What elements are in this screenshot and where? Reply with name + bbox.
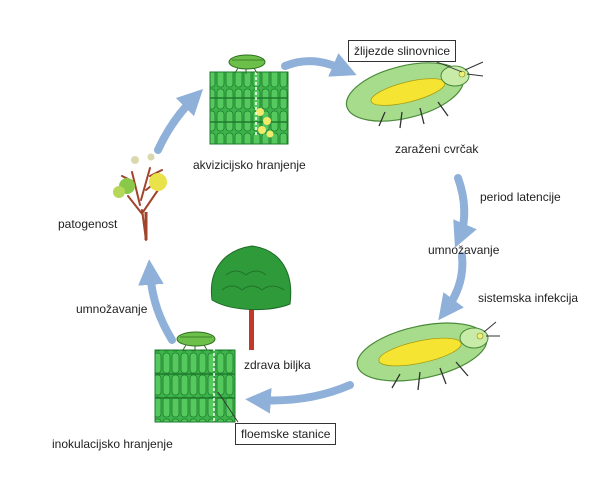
arrow-right-lower — [438, 252, 467, 321]
label-systemic-infection: sistemska infekcija — [478, 291, 579, 305]
label-multiplication-right: umnožavanje — [428, 243, 500, 257]
arrow-top — [281, 53, 357, 77]
diseased-plant — [113, 153, 167, 241]
arrow-bottom — [245, 381, 354, 414]
small-insect-top — [228, 54, 266, 74]
infected-leafhopper-top — [345, 59, 484, 129]
label-acquisition-feeding: akvizicijsko hranjenje — [193, 158, 306, 172]
label-latency-period: period latencije — [480, 190, 561, 204]
leaf-tissue-bottom — [154, 348, 239, 423]
arrow-left-lower — [138, 259, 176, 344]
arrow-left-upper — [154, 88, 204, 154]
cycle-arrows — [138, 53, 477, 414]
label-pathogenicity: patogenost — [58, 217, 118, 231]
label-inoculation-feeding: inokulacijsko hranjenje — [52, 437, 173, 451]
label-multiplication-left: umnožavanje — [76, 302, 148, 316]
infected-leafhopper-bottom — [356, 321, 500, 391]
arrow-right-upper — [453, 174, 477, 248]
small-insect-bottom — [176, 331, 216, 351]
label-phloem-cells: floemske stanice — [235, 423, 337, 445]
label-salivary-glands: žlijezde slinovnice — [348, 40, 457, 62]
leaf-tissue-top — [209, 71, 289, 145]
label-infected-leafhopper: zaraženi cvrčak — [395, 142, 479, 156]
healthy-tree — [210, 245, 292, 350]
label-healthy-plant: zdrava biljka — [244, 358, 311, 372]
